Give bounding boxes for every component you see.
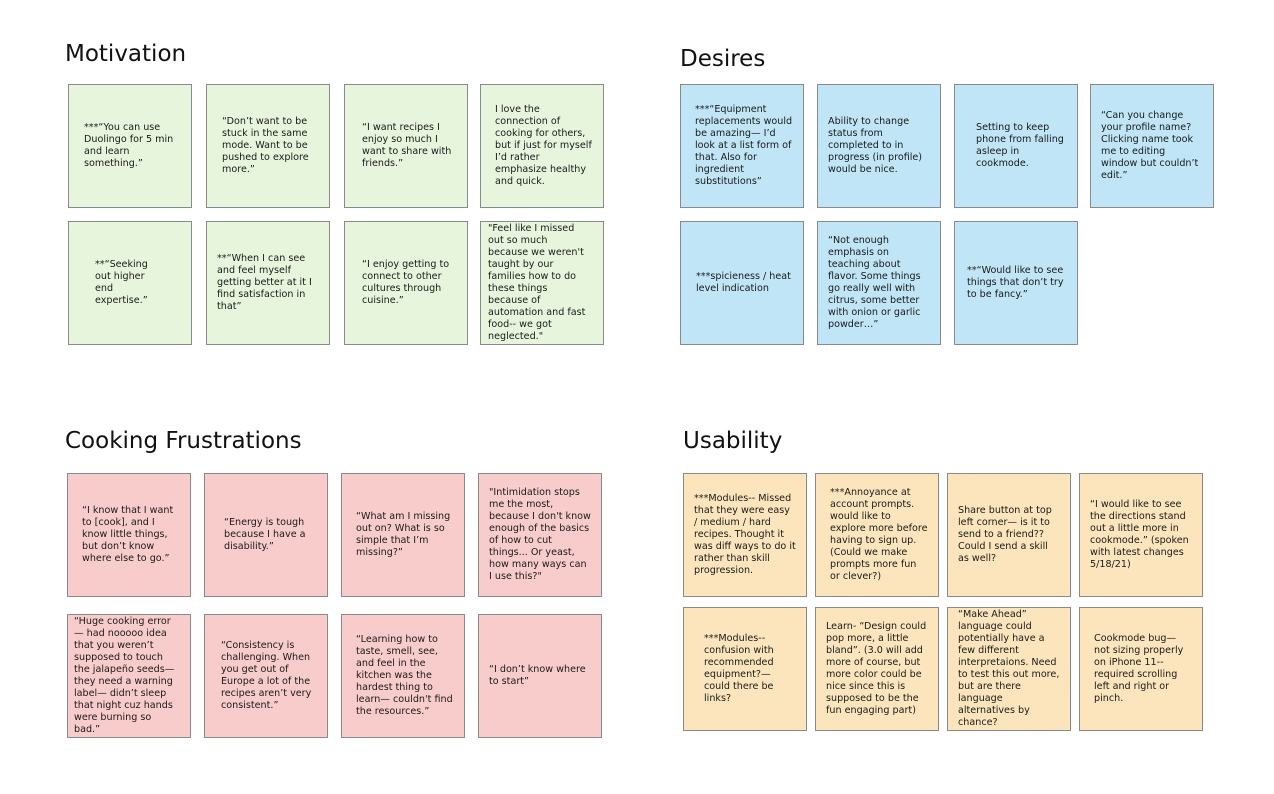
sticky-note[interactable]: Share button at top left corner— is it t… [947, 473, 1071, 597]
sticky-note[interactable]: “I know that I want to [cook], and I kno… [67, 473, 191, 597]
sticky-note[interactable]: "Feel like I missed out so much because … [480, 221, 604, 345]
sticky-note-text: “Not enough emphasis on teaching about f… [828, 235, 921, 330]
sticky-note-text: Learn- “Design could pop more, a little … [826, 621, 927, 716]
sticky-note[interactable]: “Consistency is challenging. When you ge… [204, 614, 328, 738]
sticky-note[interactable]: “I don’t know where to start” [478, 614, 602, 738]
sticky-note[interactable]: “Huge cooking error— had nooooo idea tha… [67, 614, 191, 738]
sticky-note-text: **“Would like to see things that don’t t… [967, 265, 1064, 300]
sticky-note[interactable]: Learn- “Design could pop more, a little … [815, 607, 939, 731]
sticky-note-text: ***Modules-- confusion with recommended … [704, 633, 774, 704]
sticky-note[interactable]: “I enjoy getting to connect to other cul… [344, 221, 468, 345]
sticky-note[interactable]: “I want recipes I enjoy so much I want t… [344, 84, 468, 208]
sticky-note-text: ***Modules-- Missed that they were easy … [694, 493, 796, 576]
sticky-note[interactable]: **“Seeking out higher end expertise.” [68, 221, 192, 345]
sticky-note-text: Cookmode bug— not sizing properly on iPh… [1094, 633, 1184, 704]
sticky-note-text: ***“Equipment replacements would be amaz… [695, 104, 793, 187]
sticky-note-text: ***spicieness / heat level indication [696, 271, 791, 294]
sticky-note[interactable]: Cookmode bug— not sizing properly on iPh… [1079, 607, 1203, 731]
sticky-note-text: “I enjoy getting to connect to other cul… [362, 259, 450, 306]
sticky-note-text: “I know that I want to [cook], and I kno… [82, 505, 174, 564]
sticky-note-text: ***“You can use Duolingo for 5 min and l… [84, 122, 174, 169]
sticky-note-text: ***Annoyance at account prompts. would l… [830, 487, 928, 582]
sticky-note-text: "Intimidation stops me the most, because… [489, 487, 591, 582]
sticky-note[interactable]: "Intimidation stops me the most, because… [478, 473, 602, 597]
sticky-note[interactable]: ***“You can use Duolingo for 5 min and l… [68, 84, 192, 208]
sticky-note[interactable]: “Learning how to taste, smell, see, and … [341, 614, 465, 738]
sticky-note[interactable]: ***spicieness / heat level indication [680, 221, 804, 345]
sticky-note-text: “I don’t know where to start” [489, 664, 586, 687]
sticky-note-text: “Don’t want to be stuck in the same mode… [222, 116, 309, 175]
sticky-note[interactable]: “Energy is tough because I have a disabi… [204, 473, 328, 597]
section-title-usability: Usability [683, 428, 783, 454]
sticky-note-text: “Energy is tough because I have a disabi… [224, 517, 306, 552]
sticky-note-text: Ability to change status from completed … [828, 116, 923, 175]
sticky-note[interactable]: ***“Equipment replacements would be amaz… [680, 84, 804, 208]
sticky-note[interactable]: **“Would like to see things that don’t t… [954, 221, 1078, 345]
sticky-note[interactable]: “Don’t want to be stuck in the same mode… [206, 84, 330, 208]
sticky-note-text: “Can you change your profile name? Click… [1101, 110, 1199, 181]
sticky-note[interactable]: “Make Ahead” language could potentially … [947, 607, 1071, 731]
sticky-note-text: “Huge cooking error— had nooooo idea tha… [74, 616, 175, 735]
sticky-note[interactable]: “What am I missing out on? What is so si… [341, 473, 465, 597]
sticky-note-text: "Feel like I missed out so much because … [488, 223, 586, 342]
section-title-cooking-frustrations: Cooking Frustrations [65, 428, 302, 454]
section-title-motivation: Motivation [65, 41, 187, 67]
section-title-desires: Desires [680, 46, 766, 72]
sticky-note[interactable]: ***Modules-- Missed that they were easy … [683, 473, 807, 597]
sticky-note-text: **“When I can see and feel myself gettin… [217, 253, 312, 312]
sticky-note[interactable]: I love the connection of cooking for oth… [480, 84, 604, 208]
sticky-note-text: “Make Ahead” language could potentially … [958, 609, 1060, 728]
sticky-note-text: “Learning how to taste, smell, see, and … [356, 634, 453, 717]
sticky-note-text: Setting to keep phone from falling aslee… [976, 122, 1064, 169]
sticky-note[interactable]: “Can you change your profile name? Click… [1090, 84, 1214, 208]
sticky-note-text: **“Seeking out higher end expertise.” [95, 259, 148, 306]
sticky-note[interactable]: “I would like to see the directions stan… [1079, 473, 1203, 597]
sticky-note-text: I love the connection of cooking for oth… [495, 104, 592, 187]
sticky-note-text: “I want recipes I enjoy so much I want t… [362, 122, 452, 169]
sticky-note-text: Share button at top left corner— is it t… [958, 505, 1052, 564]
sticky-note-text: “Consistency is challenging. When you ge… [221, 640, 312, 711]
sticky-note-text: “What am I missing out on? What is so si… [356, 511, 451, 558]
sticky-note[interactable]: **“When I can see and feel myself gettin… [206, 221, 330, 345]
sticky-note[interactable]: Ability to change status from completed … [817, 84, 941, 208]
sticky-note-text: “I would like to see the directions stan… [1090, 499, 1189, 570]
sticky-note[interactable]: Setting to keep phone from falling aslee… [954, 84, 1078, 208]
sticky-note[interactable]: ***Annoyance at account prompts. would l… [815, 473, 939, 597]
sticky-note[interactable]: ***Modules-- confusion with recommended … [683, 607, 807, 731]
sticky-note[interactable]: “Not enough emphasis on teaching about f… [817, 221, 941, 345]
